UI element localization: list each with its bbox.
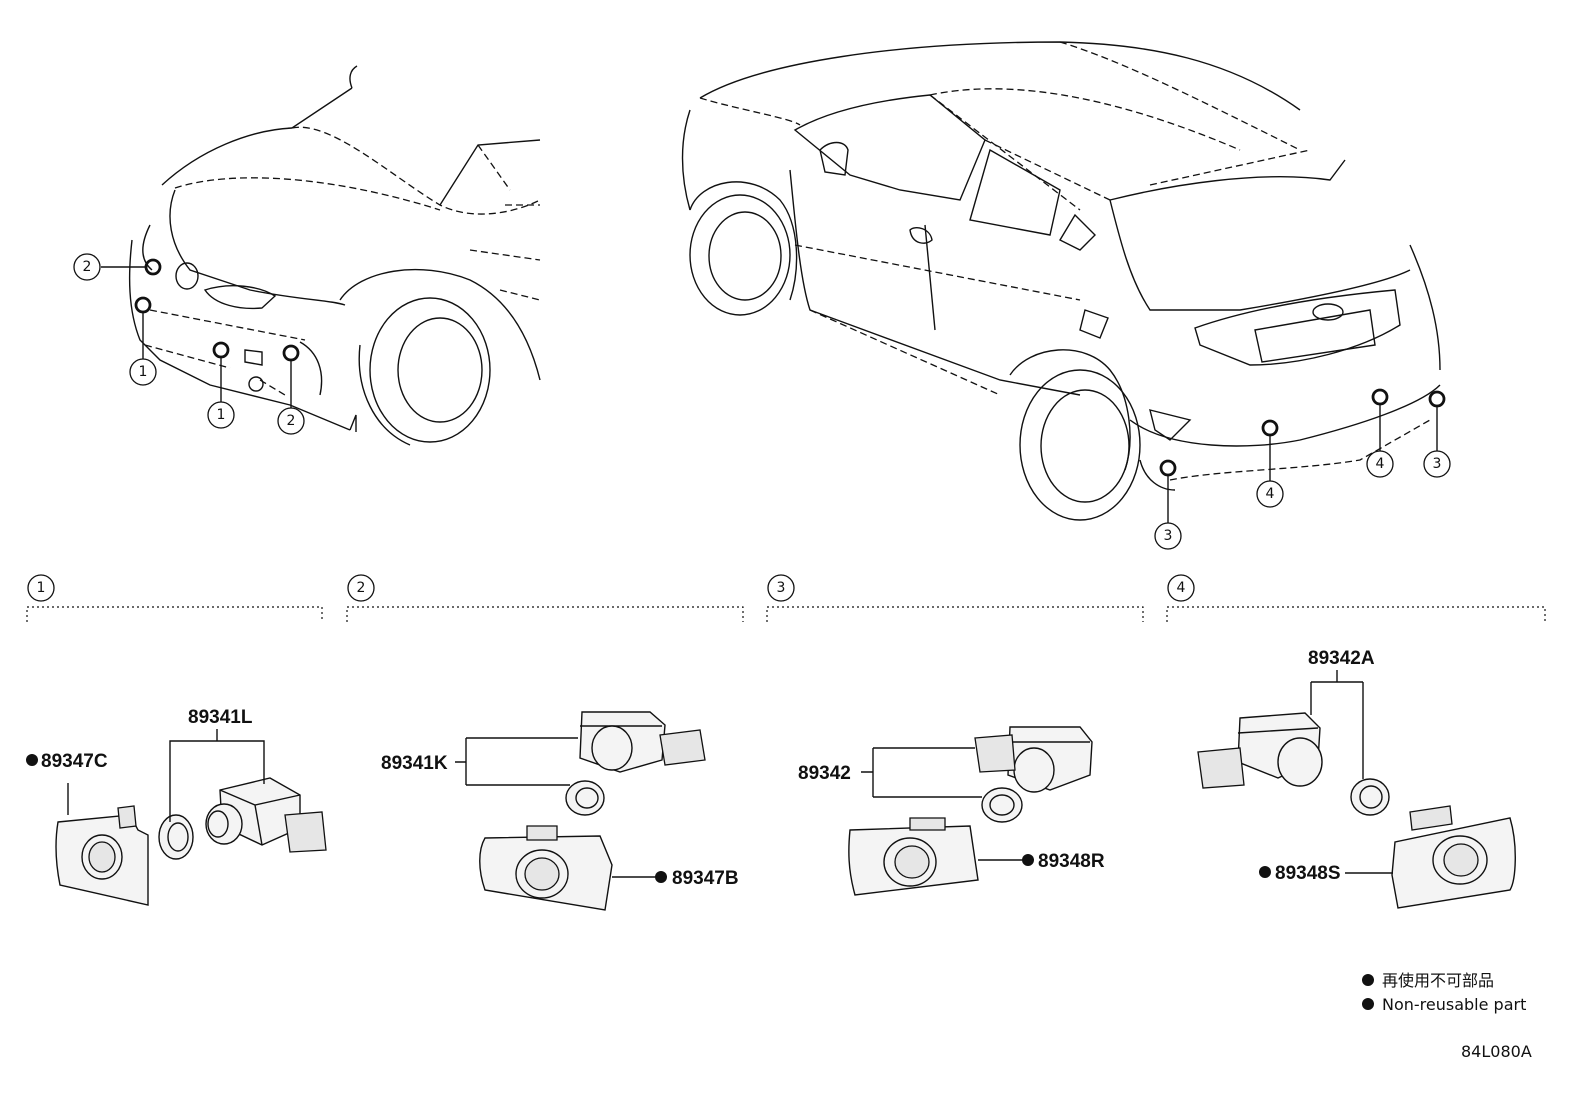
sensor-89341K-drawing xyxy=(579,711,706,773)
ring-seal-1-drawing xyxy=(158,814,194,860)
legend-dot-jp xyxy=(1362,974,1374,986)
front-callout-1-left: 1 xyxy=(129,358,157,386)
rear-callout-3-right: 3 xyxy=(1423,450,1451,478)
rear-sensor-marker-4-center xyxy=(1261,419,1279,437)
legend: 再使用不可部品 Non-reusable part xyxy=(1362,971,1526,1014)
section-4-header: 4 xyxy=(1166,574,1546,622)
legend-japanese: 再使用不可部品 xyxy=(1382,971,1494,990)
front-callout-1-center: 1 xyxy=(207,401,235,429)
rear-callout-3-left: 3 xyxy=(1154,522,1182,550)
rear-sensor-marker-3-left xyxy=(1159,459,1177,477)
section-1-parts: 89347C 89341L xyxy=(26,707,327,906)
legend-english: Non-reusable part xyxy=(1382,995,1526,1014)
sensor-89342A-drawing xyxy=(1197,712,1323,789)
section-4-parts: 89342A 89348S xyxy=(1197,648,1516,909)
section-2-header: 2 xyxy=(346,574,744,622)
non-reusable-mark-89347C xyxy=(26,754,38,766)
part-number-89348R: 89348R xyxy=(1038,851,1105,872)
front-callout-2-right: 2 xyxy=(277,407,305,435)
front-sensor-marker-2-right xyxy=(282,344,300,362)
svg-text:1: 1 xyxy=(37,580,46,596)
diagram-code: 84L080A xyxy=(1461,1042,1532,1061)
front-vehicle-view: 2 1 1 2 xyxy=(73,65,541,446)
part-number-89342: 89342 xyxy=(798,763,851,784)
section-2-parts: 89341K 89347B xyxy=(381,711,739,911)
svg-text:1: 1 xyxy=(217,407,226,423)
svg-text:3: 3 xyxy=(1164,528,1173,544)
part-number-89341K: 89341K xyxy=(381,753,448,774)
svg-text:1: 1 xyxy=(139,364,148,380)
svg-text:2: 2 xyxy=(357,580,366,596)
non-reusable-mark-89348S xyxy=(1259,866,1271,878)
part-number-89342A: 89342A xyxy=(1308,648,1375,669)
section-3-parts: 89342 89348R xyxy=(798,726,1105,896)
holder-89347B-drawing xyxy=(479,825,613,911)
svg-text:2: 2 xyxy=(287,413,296,429)
part-number-89347B: 89347B xyxy=(672,868,739,889)
non-reusable-mark-89347B xyxy=(655,871,667,883)
rear-callout-4-center: 4 xyxy=(1256,480,1284,508)
sensor-89341L-drawing xyxy=(205,777,327,853)
part-number-89341L: 89341L xyxy=(188,707,253,728)
ring-seal-3-drawing xyxy=(981,787,1023,823)
front-callout-2-left: 2 xyxy=(73,253,101,281)
front-sensor-marker-1-left xyxy=(134,296,152,314)
section-3-header: 3 xyxy=(766,574,1144,622)
rear-callout-4-right: 4 xyxy=(1366,450,1394,478)
svg-text:3: 3 xyxy=(1433,456,1442,472)
non-reusable-mark-89348R xyxy=(1022,854,1034,866)
part-number-89348S: 89348S xyxy=(1275,863,1341,884)
rear-sensor-marker-4-right xyxy=(1371,388,1389,406)
part-number-89347C: 89347C xyxy=(41,751,108,772)
legend-dot-en xyxy=(1362,998,1374,1010)
ring-seal-4-drawing xyxy=(1350,778,1390,816)
holder-89347C-drawing xyxy=(55,805,149,906)
svg-text:3: 3 xyxy=(777,580,786,596)
svg-text:2: 2 xyxy=(83,259,92,275)
rear-sensor-marker-3-right xyxy=(1428,390,1446,408)
ring-seal-2-drawing xyxy=(565,780,605,816)
svg-text:4: 4 xyxy=(1376,456,1385,472)
front-sensor-marker-1-center xyxy=(212,341,230,359)
svg-text:4: 4 xyxy=(1177,580,1186,596)
svg-text:4: 4 xyxy=(1266,486,1275,502)
rear-vehicle-view: 3 4 4 3 xyxy=(681,41,1451,550)
holder-89348R-drawing xyxy=(848,817,979,896)
section-1-header: 1 xyxy=(26,574,323,622)
sensor-89342-drawing xyxy=(974,726,1093,793)
holder-89348S-drawing xyxy=(1391,805,1516,909)
